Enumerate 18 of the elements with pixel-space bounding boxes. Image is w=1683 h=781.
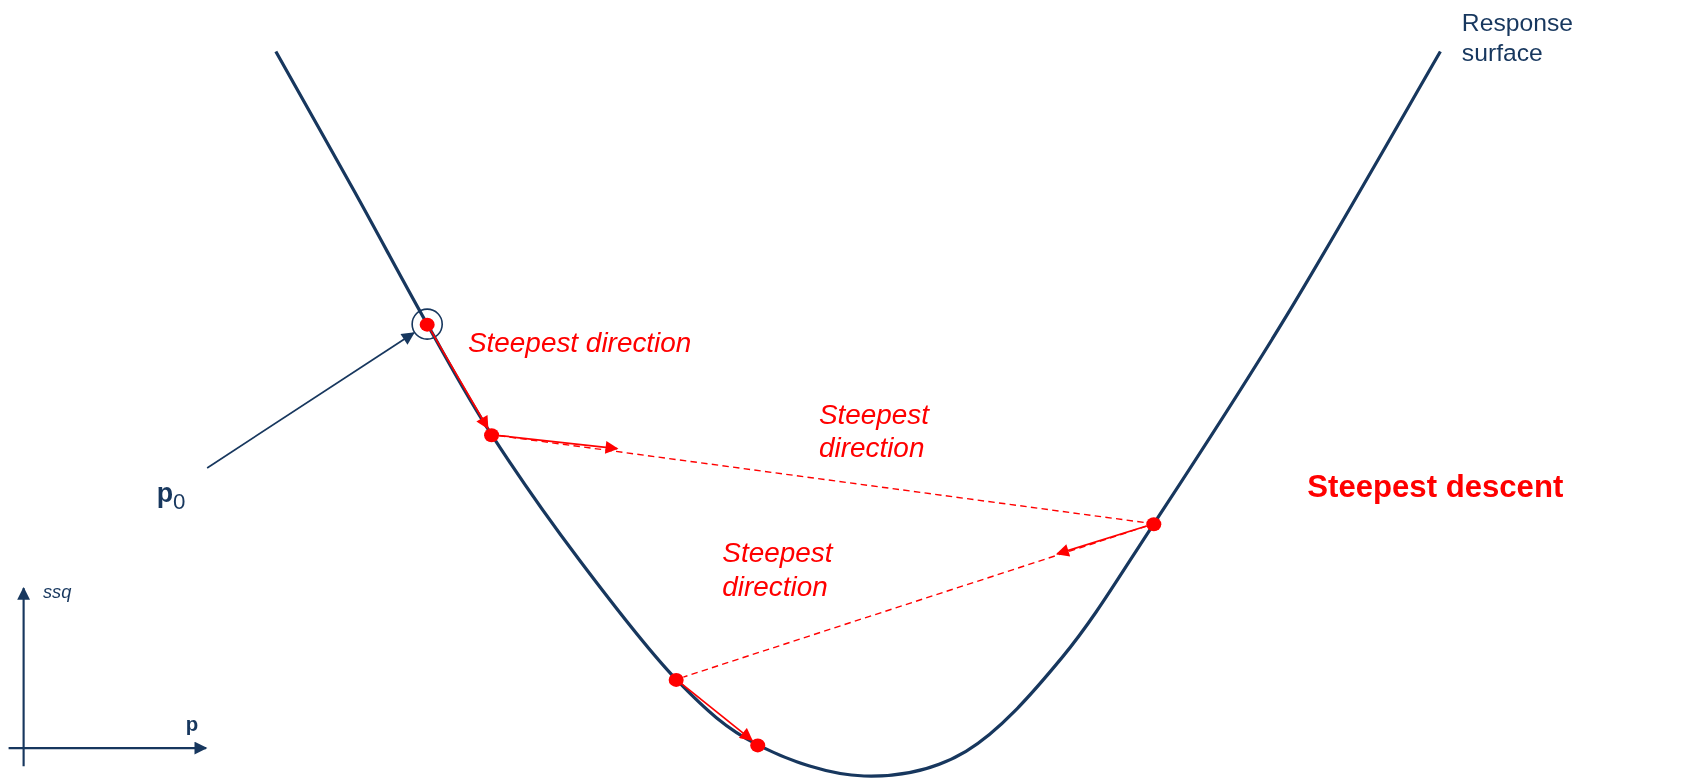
leader-arrow — [206, 332, 415, 469]
curve-label: Response surface — [1461, 8, 1574, 68]
axis-label: p — [185, 712, 199, 738]
direction-arrow — [681, 683, 753, 742]
point-label: p$_{0}$ — [156, 476, 186, 516]
edge-label: Steepest direction — [467, 326, 692, 360]
data-point — [419, 317, 435, 332]
edge-label: Steepest direction — [818, 398, 931, 466]
direction-arrow — [1055, 525, 1148, 557]
data-point — [1146, 516, 1162, 531]
data-point — [750, 737, 766, 752]
axis-label: ssq — [42, 581, 72, 604]
edge-label: Steepest direction — [722, 536, 835, 604]
direction-arrow — [430, 329, 489, 430]
data-point — [668, 672, 684, 687]
dashed-line — [682, 525, 1148, 678]
method-label: Steepest descent — [1307, 468, 1564, 506]
data-point — [484, 427, 500, 442]
